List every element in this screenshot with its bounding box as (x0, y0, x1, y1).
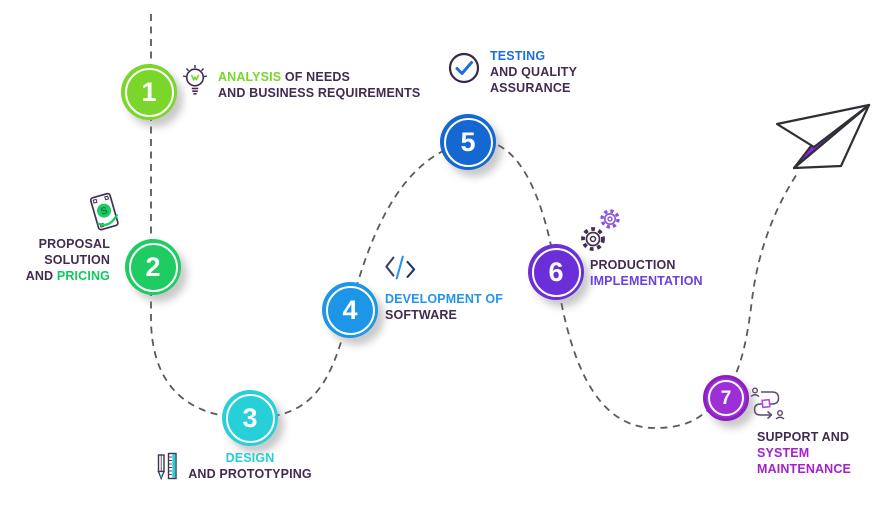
step-4-label-line2: SOFTWARE (385, 308, 458, 322)
step-1-circle: 1 (121, 64, 177, 120)
step-6-circle: 6 (528, 244, 584, 300)
code-icon (385, 255, 416, 280)
check-circle-icon (448, 52, 480, 84)
svg-text:S: S (100, 205, 110, 218)
step-3-label: DESIGN AND PROTOTYPING (170, 450, 330, 482)
step-2-circle: 2 (125, 239, 181, 295)
step-5-number: 5 (460, 126, 476, 157)
step-3-label-line2: AND PROTOTYPING (188, 467, 312, 481)
step-4-accent-text: DEVELOPMENT OF (385, 292, 504, 306)
step-7-label-line1: SUPPORT AND (757, 430, 850, 444)
step-6-label-line1: PRODUCTION (590, 258, 676, 272)
step-7-number: 7 (720, 387, 732, 409)
gears-icon (581, 209, 620, 251)
step-2-label-line2: SOLUTION (44, 253, 110, 267)
support-loop-icon (750, 387, 785, 420)
step-2-number: 2 (145, 251, 161, 282)
step-1-label: ANALYSIS OF NEEDS AND BUSINESS REQUIREME… (218, 69, 420, 101)
step-1-accent-text: ANALYSIS (218, 70, 282, 84)
step-1-number: 1 (141, 76, 157, 107)
step-7-accent-text-1: SYSTEM (757, 446, 810, 460)
step-3-number: 3 (242, 402, 258, 433)
step-5-circle: 5 (440, 114, 496, 170)
banknote-icon: S (89, 192, 119, 231)
step-4-number: 4 (342, 294, 358, 325)
step-7-label: SUPPORT AND SYSTEM MAINTENANCE (757, 429, 851, 477)
step-6-accent-text: IMPLEMENTATION (590, 274, 703, 288)
step-6-label: PRODUCTION IMPLEMENTATION (590, 257, 703, 289)
step-1-label-line2: AND BUSINESS REQUIREMENTS (218, 86, 421, 100)
paper-plane-icon (775, 103, 871, 170)
design-tools-icon (157, 452, 177, 481)
step-5-label-line2: AND QUALITY (490, 65, 578, 79)
step-5-label: TESTING AND QUALITY ASSURANCE (490, 48, 577, 96)
step-3-accent-text: DESIGN (225, 451, 275, 465)
step-7-accent-text-2: MAINTENANCE (757, 462, 852, 476)
step-5-label-line3: ASSURANCE (490, 81, 571, 95)
step-3-circle: 3 (222, 390, 278, 446)
step-4-label: DEVELOPMENT OF SOFTWARE (385, 291, 503, 323)
step-5-accent-text: TESTING (490, 49, 546, 63)
step-4-circle: 4 (322, 282, 378, 338)
step-7-circle: 7 (703, 375, 749, 421)
step-1-label-line1: ANALYSIS OF NEEDS (218, 70, 350, 84)
step-2-accent-text: PRICING (56, 269, 110, 283)
lightbulb-icon (182, 65, 208, 95)
step-2-label-line1: PROPOSAL (38, 237, 110, 251)
step-6-number: 6 (548, 256, 564, 287)
step-2-label: PROPOSAL SOLUTION AND PRICING (8, 236, 110, 284)
step-2-label-line3: AND PRICING (25, 269, 110, 283)
